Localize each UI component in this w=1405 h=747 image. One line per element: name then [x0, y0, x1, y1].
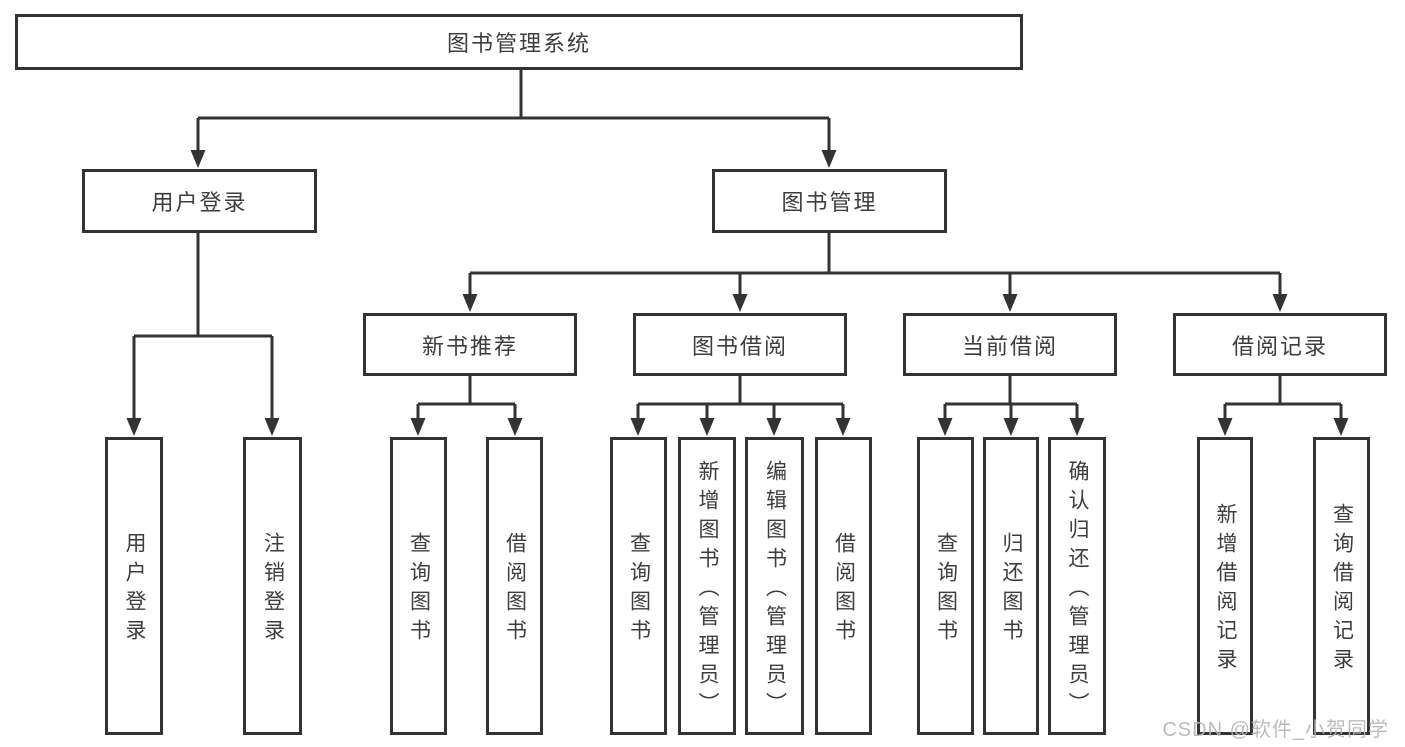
leaf-query-books-current: 查询图书 [917, 437, 974, 735]
node-new-book-recommend: 新书推荐 [363, 313, 577, 376]
node-book-borrow: 图书借阅 [633, 313, 847, 376]
leaf-query-books-recommend: 查询图书 [390, 437, 447, 735]
node-user-login: 用户登录 [82, 169, 317, 233]
leaf-edit-book-admin: 编辑图书（管理员） [745, 437, 804, 735]
watermark: CSDN @软件_小贺同学 [1162, 719, 1389, 741]
leaf-borrow-books-borrow: 借阅图书 [815, 437, 872, 735]
leaf-user-login: 用户登录 [105, 437, 163, 735]
leaf-query-books-borrow: 查询图书 [610, 437, 667, 735]
leaf-query-borrow-record: 查询借阅记录 [1313, 437, 1370, 735]
node-borrow-records: 借阅记录 [1173, 313, 1387, 376]
leaf-add-book-admin: 新增图书（管理员） [678, 437, 736, 735]
node-root: 图书管理系统 [15, 14, 1023, 70]
leaf-return-book: 归还图书 [983, 437, 1039, 735]
node-book-management: 图书管理 [712, 169, 947, 233]
leaf-logout: 注销登录 [243, 437, 302, 735]
leaf-confirm-return-admin: 确认归还（管理员） [1048, 437, 1106, 735]
node-current-borrow: 当前借阅 [903, 313, 1117, 376]
leaf-borrow-books-recommend: 借阅图书 [486, 437, 543, 735]
leaf-add-borrow-record: 新增借阅记录 [1197, 437, 1253, 735]
